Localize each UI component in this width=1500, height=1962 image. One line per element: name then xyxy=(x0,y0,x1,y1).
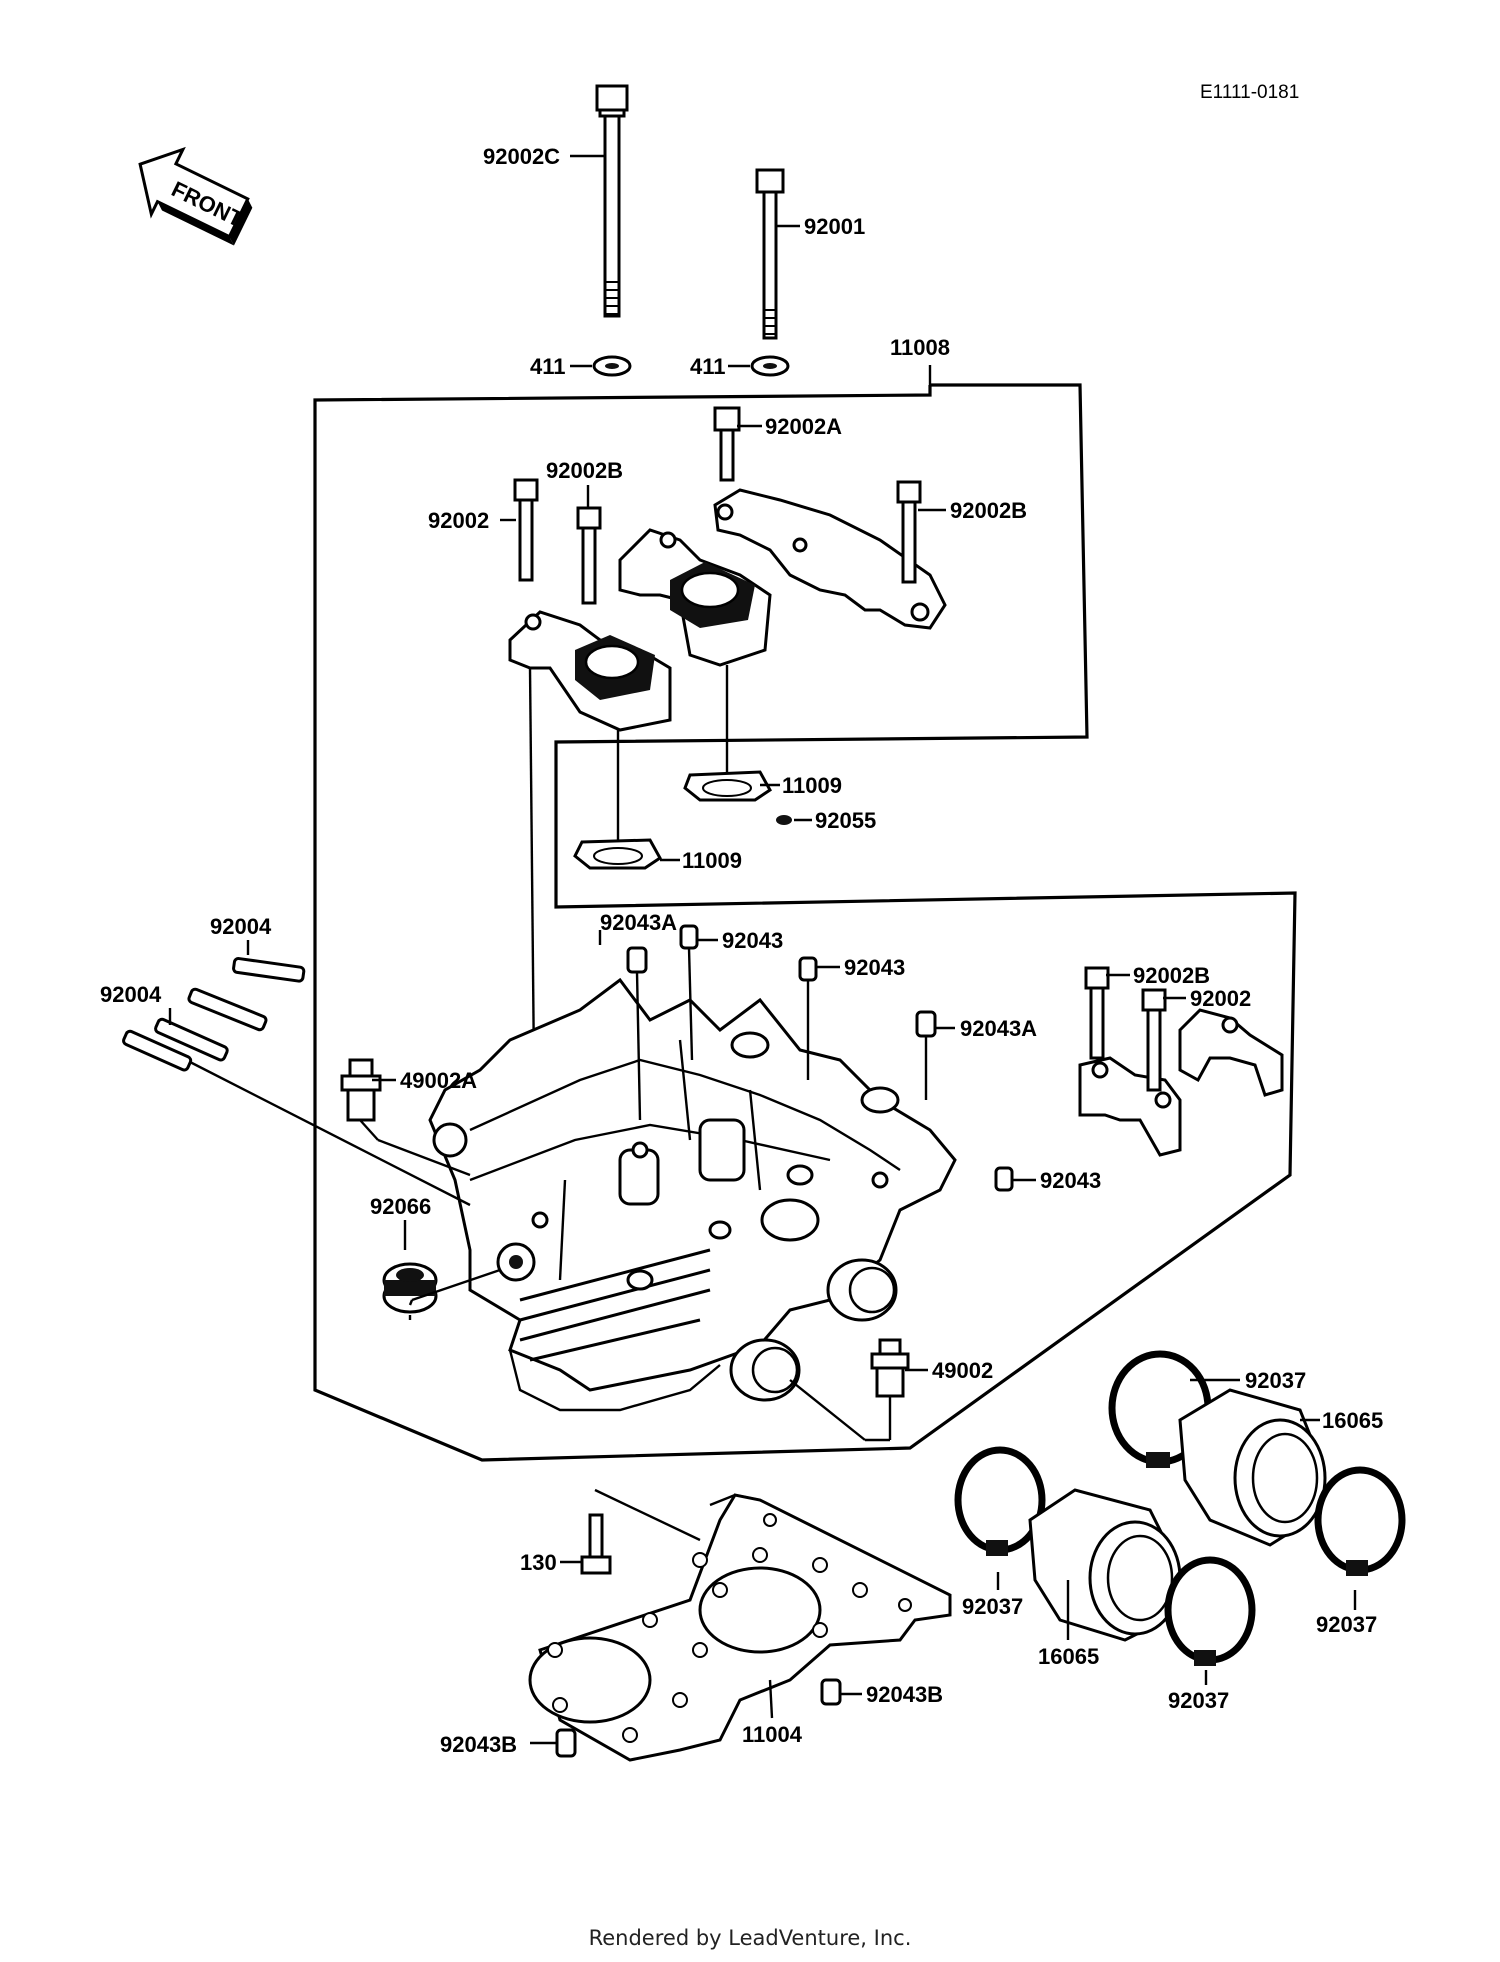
oil-seal-92066 xyxy=(382,1262,438,1314)
holder-16065-lower xyxy=(1028,1488,1182,1642)
callout-92043A-right: 92043A xyxy=(960,1016,1037,1041)
cam-cap-middle xyxy=(618,528,772,667)
dowel-92043-c xyxy=(994,1166,1014,1192)
bolt-92002B-top xyxy=(576,506,602,605)
dowel-92043A-right xyxy=(915,1010,937,1038)
callout-92002-right-cap: 92002 xyxy=(1190,986,1251,1011)
callout-92002B-top: 92002B xyxy=(546,458,623,483)
callout-92002B-right-cap: 92002B xyxy=(1133,963,1210,988)
cam-cap-right-a xyxy=(1078,1056,1182,1157)
reference-code: E1111-0181 xyxy=(1200,82,1299,103)
callout-16065-lower: 16065 xyxy=(1038,1644,1099,1669)
bolt-92002A xyxy=(713,406,741,482)
callout-92043B-right: 92043B xyxy=(866,1682,943,1707)
callout-11004: 11004 xyxy=(742,1722,803,1747)
callout-49002A: 49002A xyxy=(400,1068,477,1093)
callout-411-left: 411 xyxy=(530,354,566,379)
dowel-92043A-left xyxy=(626,946,648,974)
callout-92002-left: 92002 xyxy=(428,508,489,533)
cam-cap-left xyxy=(508,610,672,732)
callout-92037-bottom: 92037 xyxy=(1168,1688,1229,1713)
bolt-92002-right-cap xyxy=(1141,988,1167,1092)
callout-16065-upper: 16065 xyxy=(1322,1408,1383,1433)
callout-49002: 49002 xyxy=(932,1358,993,1383)
plug-49002A xyxy=(340,1058,382,1122)
assembly-outline-11008 xyxy=(313,383,1297,1462)
dowel-92043-a xyxy=(679,924,699,950)
cam-cap-right-b xyxy=(1178,1008,1284,1097)
callout-92043-c: 92043 xyxy=(1040,1168,1101,1193)
callout-92037-left: 92037 xyxy=(962,1594,1023,1619)
callout-92066: 92066 xyxy=(370,1194,431,1219)
dowel-92043-b xyxy=(798,956,818,982)
stud-92004-group xyxy=(122,957,306,1072)
dowel-92043B-left xyxy=(555,1728,577,1758)
chain-guide-cap xyxy=(713,488,947,630)
bolt-92001 xyxy=(755,168,785,340)
bolt-130 xyxy=(580,1513,612,1575)
callout-92043-a: 92043 xyxy=(722,928,783,953)
callout-92004-upper: 92004 xyxy=(210,914,272,939)
callout-92002A: 92002A xyxy=(765,414,842,439)
callout-11008: 11008 xyxy=(890,335,950,360)
holder-16065-upper xyxy=(1178,1388,1327,1547)
clamp-92037-left xyxy=(954,1446,1046,1556)
intake-port-left xyxy=(729,1338,801,1402)
callout-130: 130 xyxy=(520,1550,557,1575)
plug-49002 xyxy=(870,1338,910,1398)
callout-92002C: 92002C xyxy=(483,144,560,169)
callout-92055: 92055 xyxy=(815,808,876,833)
callout-92037-right: 92037 xyxy=(1316,1612,1377,1637)
callout-92043B-left: 92043B xyxy=(440,1732,517,1757)
footer-credit: Rendered by LeadVenture, Inc. xyxy=(589,1926,912,1950)
callout-92001: 92001 xyxy=(804,214,865,239)
callout-92043A-left: 92043A xyxy=(600,910,677,935)
clamp-92037-right xyxy=(1314,1466,1406,1576)
oring-92055 xyxy=(776,815,792,825)
cylinder-head xyxy=(428,977,957,1412)
bolt-92002B-right-cap xyxy=(1084,966,1110,1060)
bolt-92002B-right xyxy=(896,480,922,584)
callout-92043-b: 92043 xyxy=(844,955,905,980)
callout-92037-upper: 92037 xyxy=(1245,1368,1306,1393)
callout-11009-upper: 11009 xyxy=(782,773,842,798)
bolt-92002C xyxy=(595,84,629,318)
callout-11009-lower: 11009 xyxy=(682,848,742,873)
front-arrow-icon: FRONT xyxy=(138,146,253,246)
callout-92002B-right: 92002B xyxy=(950,498,1027,523)
callout-411-right: 411 xyxy=(690,354,726,379)
head-gasket-11004 xyxy=(528,1493,952,1762)
callout-92004-lower: 92004 xyxy=(100,982,162,1007)
intake-port-right xyxy=(826,1258,898,1322)
bolt-92002-left xyxy=(513,478,539,582)
clamp-92037-bottom xyxy=(1164,1556,1256,1666)
dowel-92043B-right xyxy=(820,1678,842,1706)
